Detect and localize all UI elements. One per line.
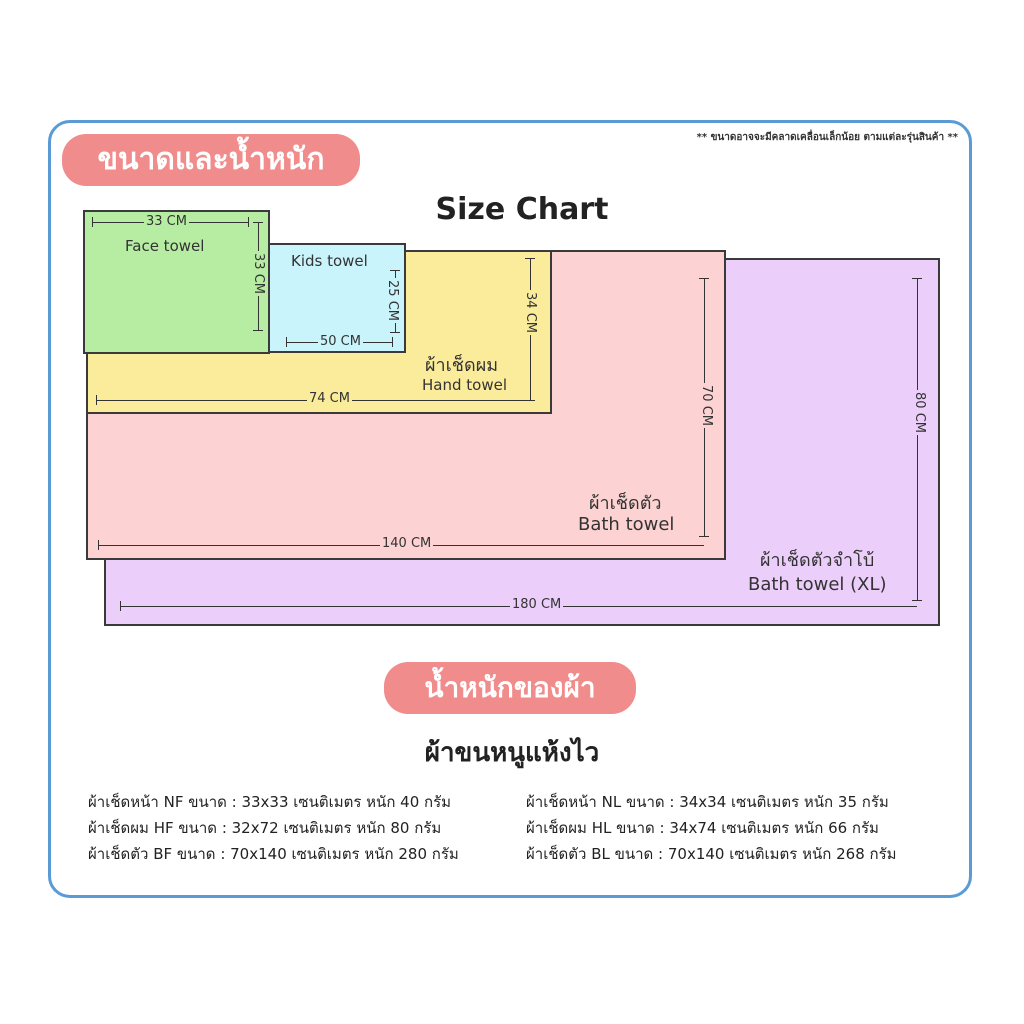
hand-width-label: 74 CM bbox=[307, 391, 352, 406]
kids-width-cap-left bbox=[286, 337, 287, 347]
face-width-cap-left bbox=[92, 217, 93, 227]
chart-title: Size Chart bbox=[435, 192, 609, 227]
face-towel-label: Face towel bbox=[125, 237, 205, 255]
xl-towel-thai-label: ผ้าเช็ดตัวจำโบ้ bbox=[760, 550, 875, 571]
spec-right-3: ผ้าเช็ดตัว BL ขนาด : 70x140 เซนติเมตร หน… bbox=[526, 845, 897, 863]
face-height-label: 33 CM bbox=[250, 251, 266, 296]
face-height-cap-bottom bbox=[253, 330, 263, 331]
bath-height-cap-bottom bbox=[699, 536, 709, 537]
bath-height-cap-top bbox=[699, 278, 709, 279]
hand-towel-label: Hand towel bbox=[422, 376, 507, 394]
xl-height-line bbox=[917, 278, 918, 600]
xl-width-label: 180 CM bbox=[510, 597, 564, 612]
kids-height-cap-top bbox=[390, 270, 400, 271]
bath-towel-label: Bath towel bbox=[578, 514, 675, 535]
bath-width-label: 140 CM bbox=[380, 536, 434, 551]
spec-left-2: ผ้าเช็ดผม HF ขนาด : 32x72 เซนติเมตร หนัก… bbox=[88, 819, 442, 837]
towel-weight-heading: น้ำหนักของผ้า bbox=[384, 662, 636, 714]
xl-towel-label: Bath towel (XL) bbox=[748, 574, 887, 595]
kids-height-cap-bottom bbox=[390, 332, 400, 333]
hand-width-cap-left bbox=[96, 395, 97, 405]
quick-dry-subtitle: ผ้าขนหนูแห้งไว bbox=[424, 738, 600, 768]
size-weight-heading: ขนาดและน้ำหนัก bbox=[62, 134, 360, 186]
kids-width-cap-right bbox=[392, 337, 393, 347]
spec-right-1: ผ้าเช็ดหน้า NL ขนาด : 34x34 เซนติเมตร หน… bbox=[526, 793, 889, 811]
spec-left-1: ผ้าเช็ดหน้า NF ขนาด : 33x33 เซนติเมตร หน… bbox=[88, 793, 452, 811]
face-height-cap-top bbox=[253, 222, 263, 223]
kids-height-label: 25 CM bbox=[384, 278, 400, 323]
hand-towel-thai-label: ผ้าเช็ดผม bbox=[425, 355, 499, 376]
hand-height-cap-bottom bbox=[525, 400, 535, 401]
face-width-label: 33 CM bbox=[144, 214, 189, 229]
xl-height-cap-top bbox=[912, 278, 922, 279]
bath-height-label: 70 CM bbox=[698, 383, 714, 428]
bath-width-cap-left bbox=[98, 540, 99, 550]
bath-towel-thai-label: ผ้าเช็ดตัว bbox=[589, 493, 662, 514]
face-width-cap-right bbox=[248, 217, 249, 227]
spec-right-2: ผ้าเช็ดผม HL ขนาด : 34x74 เซนติเมตร หนัก… bbox=[526, 819, 879, 837]
xl-height-label: 80 CM bbox=[911, 390, 927, 435]
towel-face-box bbox=[83, 210, 270, 354]
hand-height-cap-top bbox=[525, 258, 535, 259]
hand-height-label: 34 CM bbox=[522, 290, 538, 335]
kids-width-label: 50 CM bbox=[318, 334, 363, 349]
size-disclaimer-note: ** ขนาดอาจจะมีคลาดเคลื่อนเล็กน้อย ตามแต่… bbox=[696, 132, 958, 143]
spec-left-3: ผ้าเช็ดตัว BF ขนาด : 70x140 เซนติเมตร หน… bbox=[88, 845, 459, 863]
kids-towel-label: Kids towel bbox=[291, 252, 368, 270]
xl-height-cap-bottom bbox=[912, 600, 922, 601]
xl-width-cap-left bbox=[120, 601, 121, 611]
